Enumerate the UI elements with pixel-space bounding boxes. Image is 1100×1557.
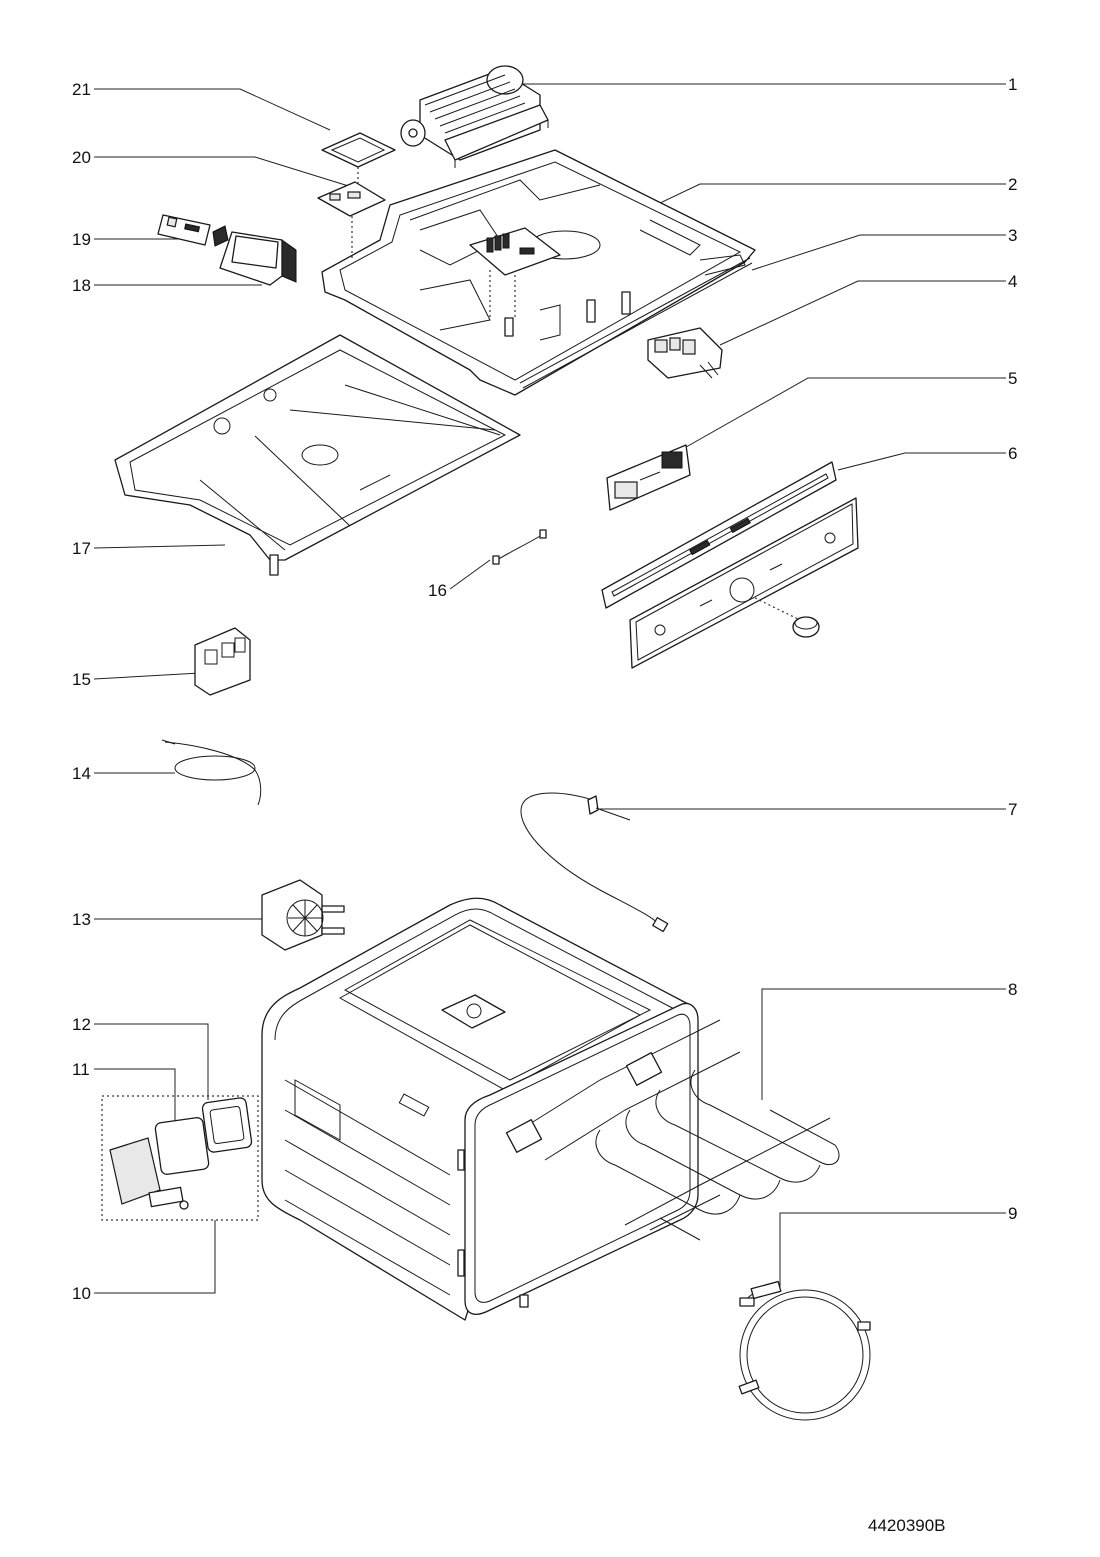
callout-8: 8 xyxy=(1008,980,1017,999)
callout-2: 2 xyxy=(1008,175,1017,194)
callout-17: 17 xyxy=(72,539,91,558)
document-code: 4420390B xyxy=(868,1516,946,1535)
part-2-control-board xyxy=(469,227,561,320)
callout-labels: 1 2 3 4 5 6 7 8 9 10 11 12 13 14 15 16 1… xyxy=(72,75,1017,1303)
part-10-lamp-holder xyxy=(109,1137,189,1210)
part-15-terminal-block xyxy=(194,627,251,696)
part-16-wire-link xyxy=(492,529,547,565)
part-9-circular-element xyxy=(738,1280,871,1421)
callout-9: 9 xyxy=(1008,1204,1017,1223)
callout-16: 16 xyxy=(428,581,447,600)
part-4-terminal-block xyxy=(647,327,723,379)
callout-14: 14 xyxy=(72,764,91,783)
part-12-lamp-glass xyxy=(201,1097,253,1153)
part-5-display-board xyxy=(606,444,691,511)
part-19-label-card xyxy=(157,214,211,246)
part-6-control-panel xyxy=(601,461,859,669)
part-18-lamp-module xyxy=(212,225,297,286)
part-21-bracket xyxy=(321,132,396,185)
part-1-tangential-fan xyxy=(400,65,549,168)
part-11-lamp-gasket xyxy=(154,1117,210,1175)
callout-21: 21 xyxy=(72,80,91,99)
callout-10: 10 xyxy=(72,1284,91,1303)
callout-20: 20 xyxy=(72,148,91,167)
callout-5: 5 xyxy=(1008,369,1017,388)
callout-11: 11 xyxy=(72,1060,90,1079)
callout-18: 18 xyxy=(72,276,91,295)
callout-13: 13 xyxy=(72,910,91,929)
part-20-interface-board xyxy=(317,181,386,260)
callout-12: 12 xyxy=(72,1015,91,1034)
part-17-base-plate xyxy=(114,334,521,576)
callout-7: 7 xyxy=(1008,800,1017,819)
part-14-power-cable xyxy=(161,739,262,806)
callout-1: 1 xyxy=(1008,75,1017,94)
part-13-fan-motor xyxy=(261,879,345,951)
callout-19: 19 xyxy=(72,230,91,249)
part-3-top-cover xyxy=(321,149,756,396)
part-8-grill-element xyxy=(505,1019,840,1241)
callout-3: 3 xyxy=(1008,226,1017,245)
callout-4: 4 xyxy=(1008,272,1017,291)
callout-6: 6 xyxy=(1008,444,1017,463)
part-7-temperature-sensor xyxy=(520,792,669,933)
leader-lines xyxy=(93,83,1006,1294)
callout-15: 15 xyxy=(72,670,91,689)
oven-cavity xyxy=(261,897,699,1321)
